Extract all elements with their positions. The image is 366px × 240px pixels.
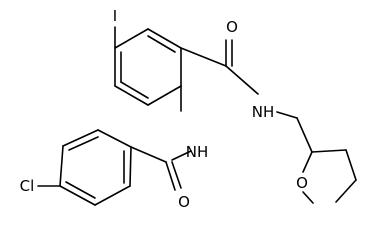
- bottom-amide-bonds: [130, 85, 192, 191]
- iodine-label: I: [113, 7, 117, 25]
- top-amide-nh-label: NH: [252, 103, 275, 121]
- bottom-amide-nh-label: NH: [186, 143, 209, 161]
- bottom-carbonyl-oxygen-label: O: [178, 193, 190, 211]
- top-carbonyl-oxygen-label: O: [226, 18, 238, 36]
- molecule-drawing: I O NH NH Cl O O: [20, 7, 357, 211]
- thf-ring: [302, 149, 357, 204]
- top-amide-bonds: [180, 39, 259, 95]
- central-benzene-ring: [114, 28, 182, 106]
- chlorine-label: Cl: [20, 177, 35, 195]
- structure-canvas: I O NH NH Cl O O: [20, 7, 357, 211]
- chlorophenyl-ring: [59, 129, 132, 206]
- linker-bonds: [276, 111, 313, 153]
- ring-oxygen-label: O: [296, 174, 308, 192]
